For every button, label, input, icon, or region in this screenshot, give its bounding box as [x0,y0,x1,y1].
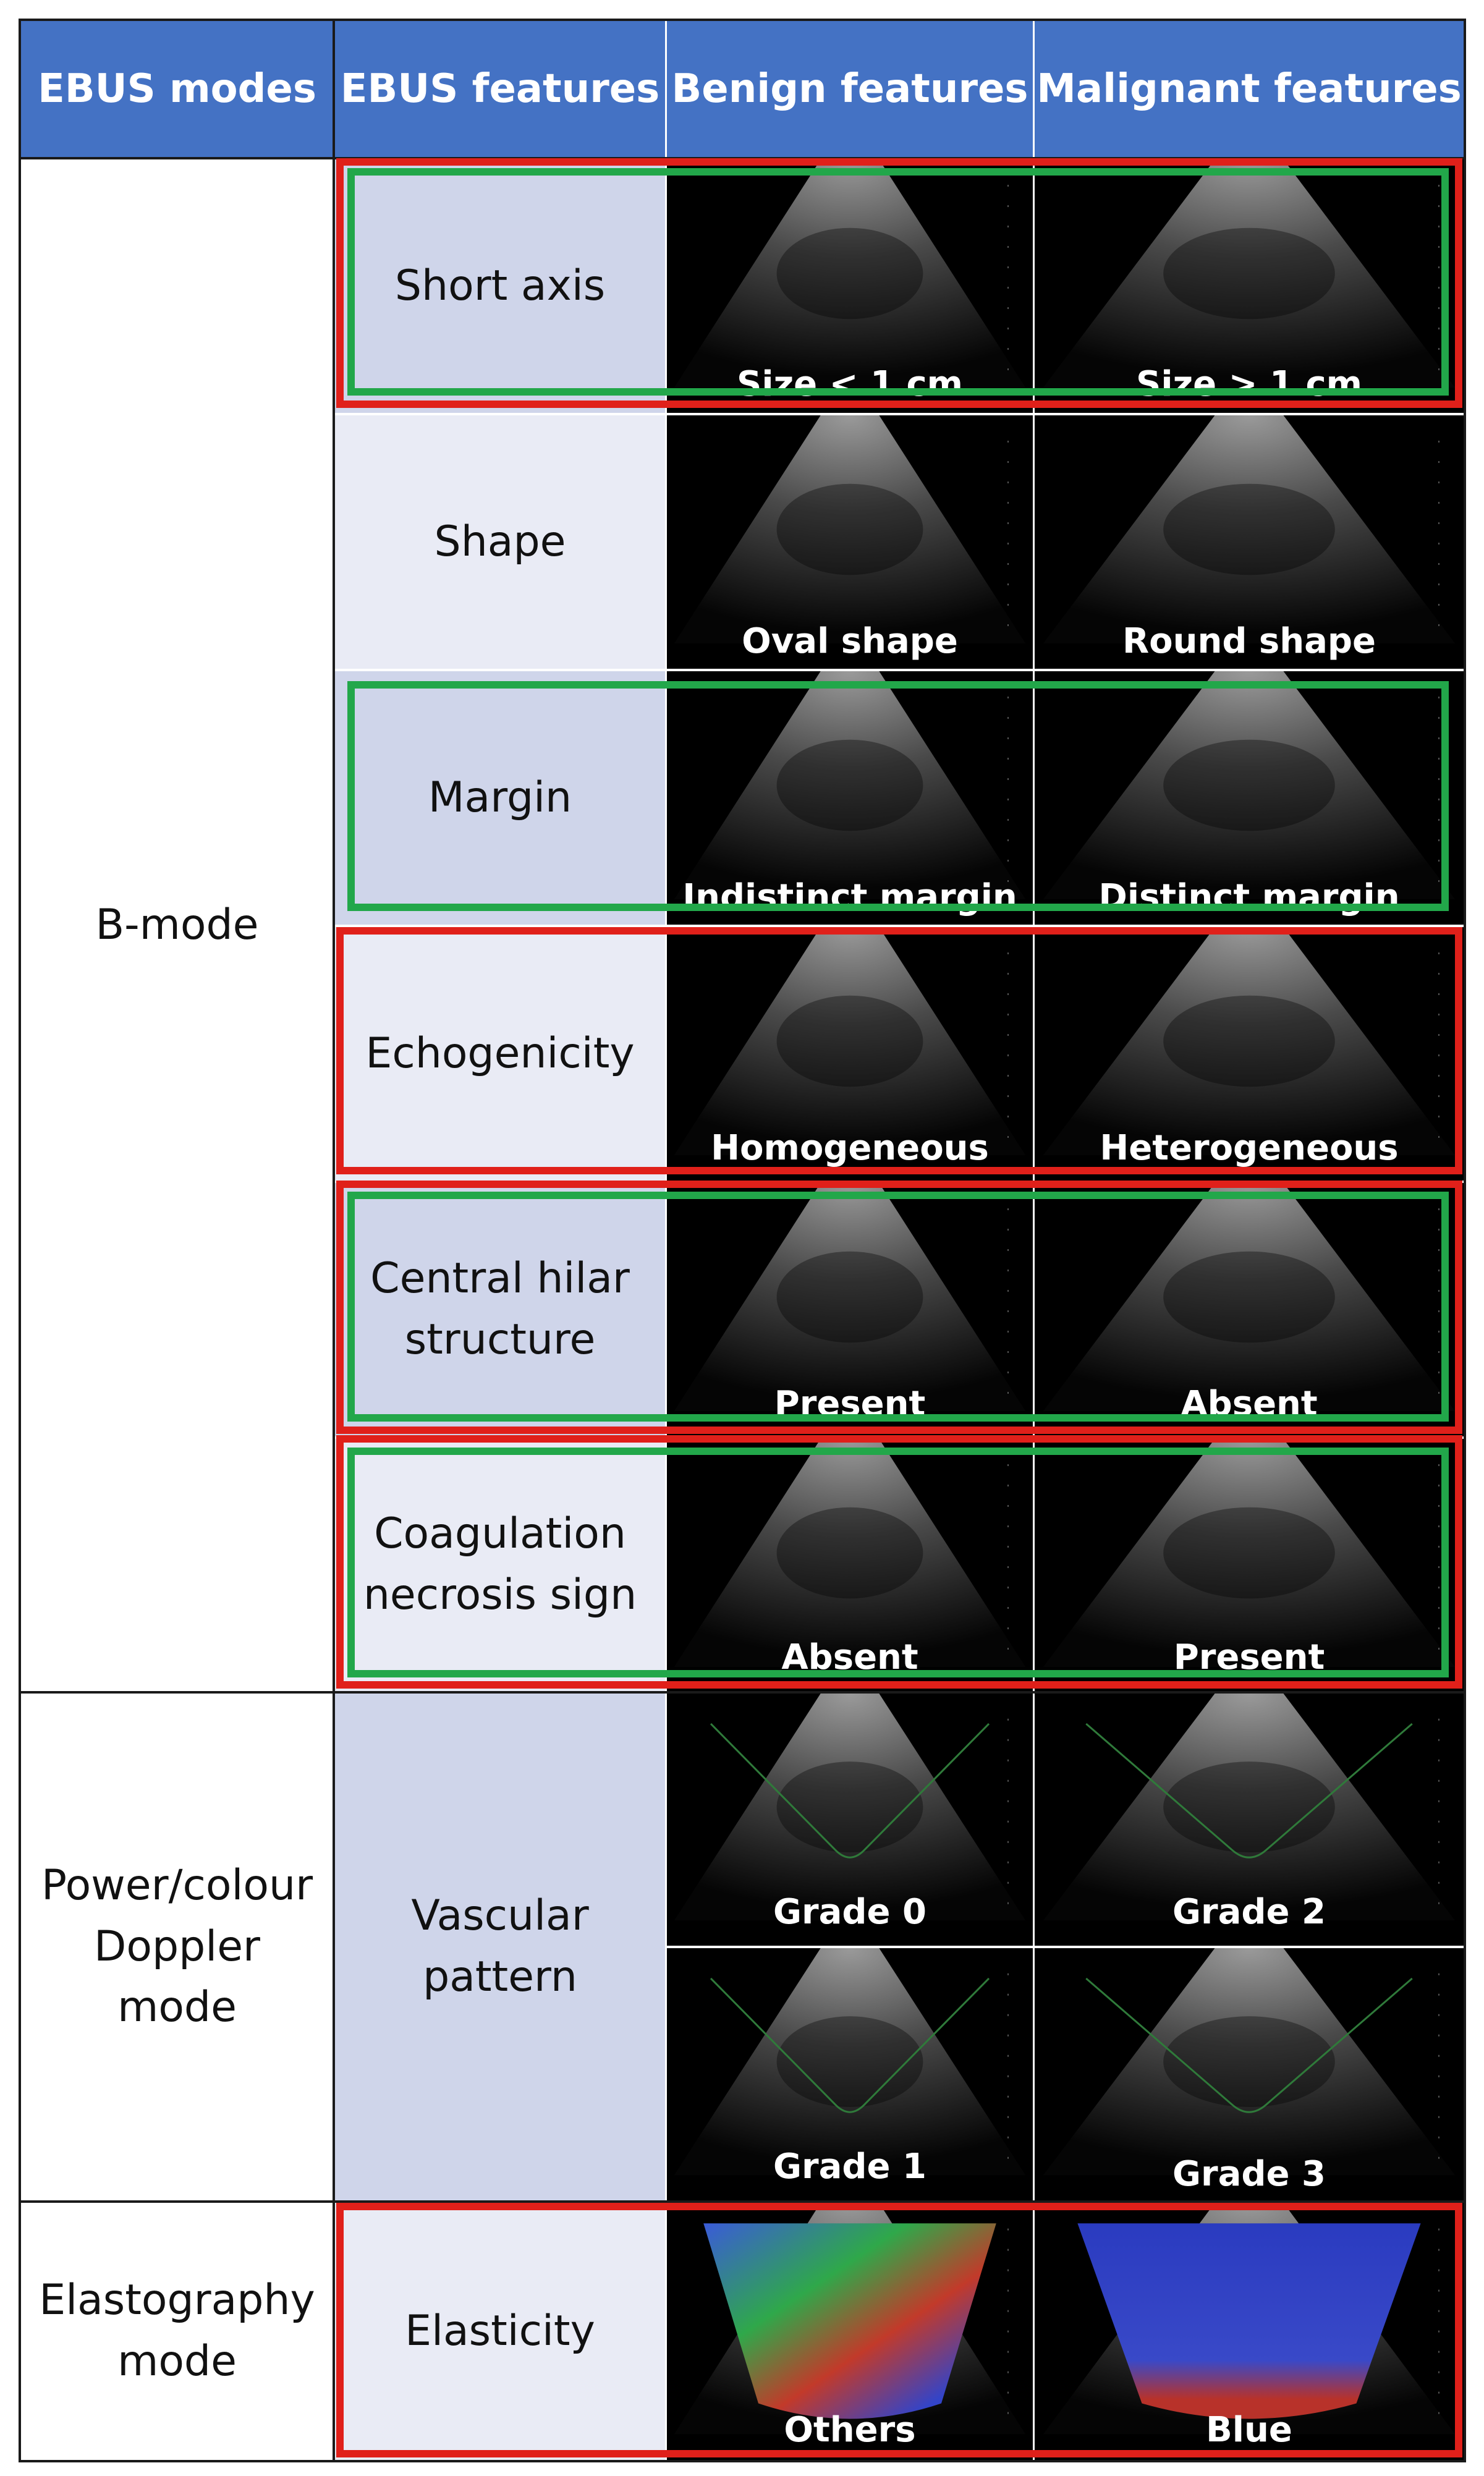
image-caption: Size > 1 cm [1135,363,1363,404]
doppler-malignant-grade3: Grade 3 [1035,1948,1464,2200]
malignant-image-5: Absent [1035,1183,1464,1436]
elasto-malignant-image: Blue [1035,2203,1464,2460]
header-ebus-features: EBUS features [335,21,665,157]
image-caption: Homogeneous [711,1127,989,1168]
mode-b-mode: B-mode [21,159,333,1691]
grid-line [19,19,1466,21]
feature-margin: Margin [335,671,665,925]
image-caption: Round shape [1122,621,1376,661]
image-caption: Grade 3 [1172,2153,1326,2194]
malignant-image-2: Round shape [1035,415,1464,669]
image-caption: Blue [1206,2409,1292,2450]
malignant-image-4: Heterogeneous [1035,927,1464,1181]
grid-line [19,2200,1466,2203]
grid-line [19,19,21,2461]
feature-echogenicity: Echogenicity [335,927,665,1181]
benign-image-1: Size < 1 cm [667,159,1033,413]
malignant-image-6: Present [1035,1439,1464,1692]
highlight-red-elasticity [336,2203,1462,2457]
image-caption: Heterogeneous [1100,1127,1399,1168]
elasto-benign-image: Others [667,2203,1033,2460]
highlight-red-short-axis [336,158,1462,408]
grid-line [19,1691,1466,1694]
feature-elasticity: Elasticity [335,2203,665,2460]
feature-shape: Shape [335,415,665,669]
mode-elastography: Elastography mode [21,2203,333,2460]
feature-coagulation-necrosis-sign: Coagulation necrosis sign [335,1439,665,1691]
feature-vascular-pattern: Vascular pattern [335,1694,665,2200]
grid-line [19,2460,1466,2462]
doppler-benign-grade1: Grade 1 [667,1948,1033,2200]
malignant-image-3: Distinct margin [1035,671,1464,925]
doppler-benign-grade0: Grade 0 [667,1694,1033,1946]
header-malignant-features: Malignant features [1035,21,1464,157]
benign-image-6: Absent [667,1439,1033,1692]
highlight-red-coagulation [336,1435,1462,1689]
doppler-malignant-grade2: Grade 2 [1035,1694,1464,1946]
feature-short-axis: Short axis [335,159,665,413]
highlight-red-central-hilar [336,1181,1462,1434]
benign-image-5: Present [667,1183,1033,1436]
image-caption: Size < 1 cm [736,363,964,404]
image-caption: Others [784,2409,916,2450]
header-ebus-modes: EBUS modes [21,21,333,157]
image-caption: Oval shape [742,621,958,661]
benign-image-3: Indistinct margin [667,671,1033,925]
image-caption: Grade 1 [773,2146,926,2187]
highlight-green-margin [347,681,1449,911]
grid-line [333,19,335,2461]
header-benign-features: Benign features [667,21,1033,157]
grid-line [1464,19,1466,2461]
highlight-green-coagulation [347,1448,1449,1677]
feature-central-hilar-structure: Central hilar structure [335,1183,665,1436]
highlight-green-short-axis [347,168,1449,396]
benign-image-2: Oval shape [667,415,1033,669]
highlight-green-central-hilar [347,1192,1449,1422]
malignant-image-1: Size > 1 cm [1035,159,1464,413]
mode-doppler: Power/colour Doppler mode [21,1694,333,2200]
image-caption: Grade 2 [1172,1891,1326,1932]
image-caption: Grade 0 [773,1891,926,1932]
benign-image-4: Homogeneous [667,927,1033,1181]
highlight-red-echogenicity [336,927,1462,1174]
